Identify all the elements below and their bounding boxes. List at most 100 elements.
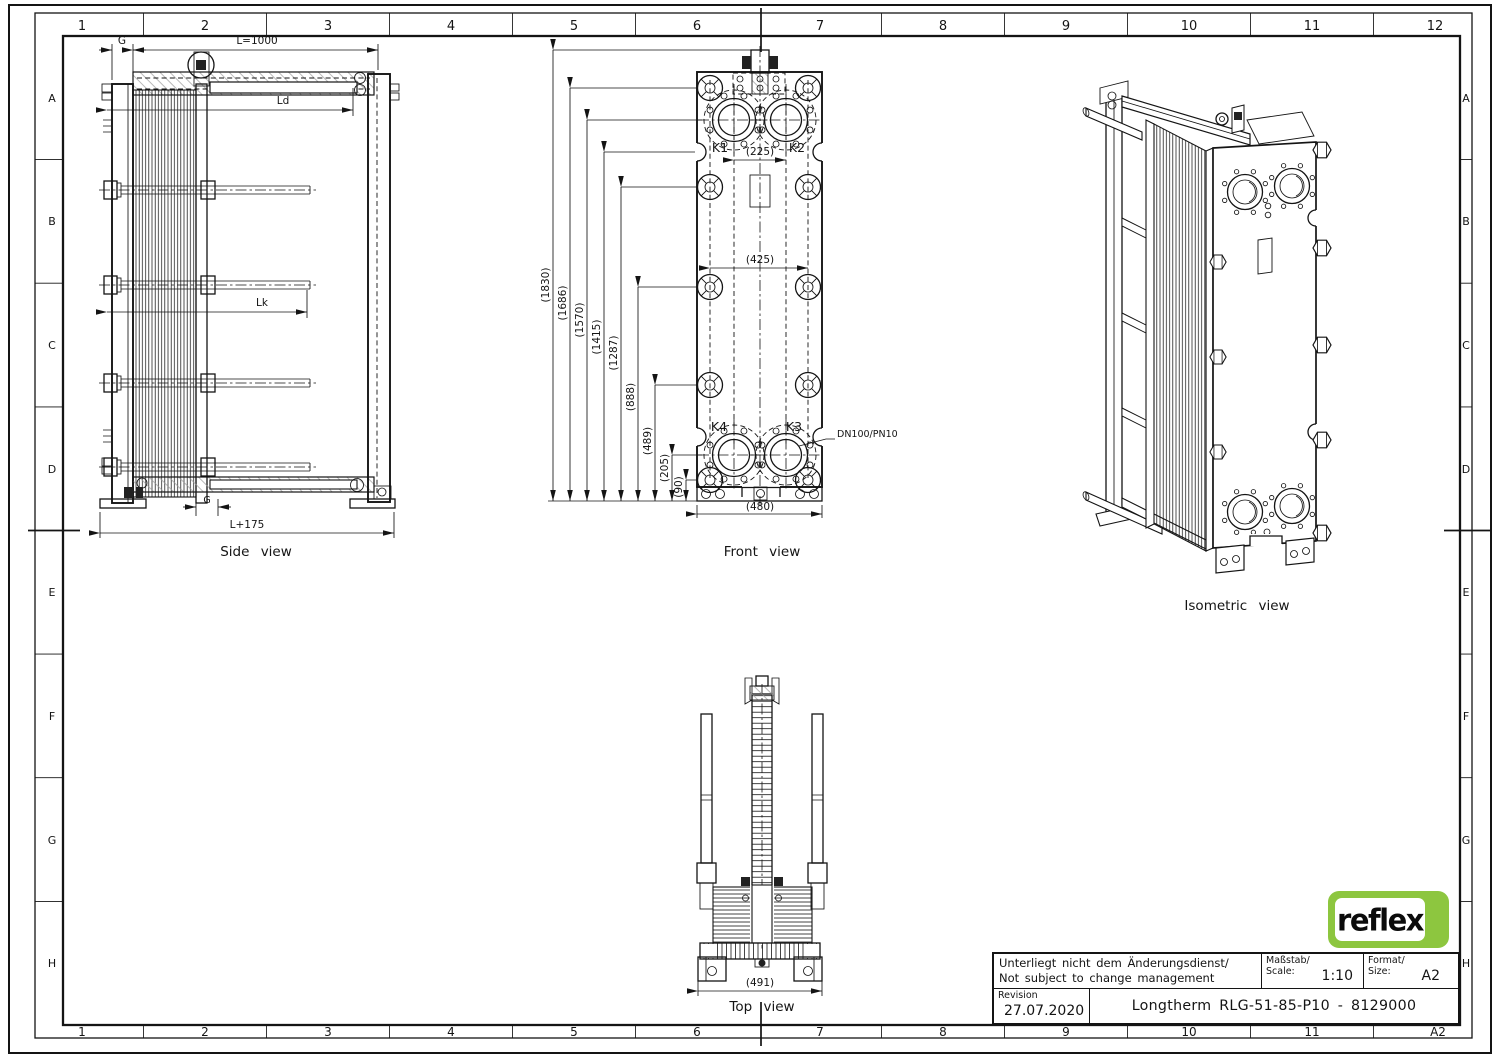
grid-col-label: 10 — [1181, 1025, 1196, 1039]
revision-cell: Revision 27.07.2020 — [994, 989, 1090, 1023]
grid-col-label: 1 — [78, 19, 86, 34]
grid-row-label: D — [1462, 463, 1470, 476]
grid-col-label: 9 — [1062, 19, 1070, 34]
grid-row-label: F — [49, 710, 55, 723]
port-label-k2: K2 — [789, 140, 805, 155]
dim-225: (225) — [746, 146, 774, 158]
dim-1287: (1287) — [608, 336, 620, 371]
grid-ticks-top — [143, 13, 1374, 36]
dim-1570: (1570) — [574, 303, 586, 338]
dim-425: (425) — [746, 254, 774, 266]
grid-col-label: 7 — [816, 19, 824, 34]
dim-l: L=1000 — [236, 35, 277, 47]
iso-plate-pack — [1153, 123, 1207, 552]
hex-bolt — [1209, 444, 1227, 460]
grid-col-label: 11 — [1304, 19, 1321, 34]
reflex-logo: reflex — [1328, 891, 1449, 948]
grid-col-label: 1 — [78, 1025, 86, 1039]
grid-row-label: A — [48, 92, 56, 105]
grid-row-label: F — [1463, 710, 1469, 723]
grid-row-label: E — [49, 586, 56, 599]
scale-label-de: Maßstab/ — [1266, 955, 1310, 966]
feet — [99, 485, 396, 509]
change-note: Unterliegt nicht dem Änderungsdienst/ No… — [994, 954, 1262, 988]
hex-bolt — [1312, 239, 1332, 257]
grid-row-label: D — [48, 463, 56, 476]
format-label-en: Size: — [1368, 965, 1391, 977]
hex-bolt — [696, 466, 724, 494]
grid-col-label: 3 — [324, 19, 332, 34]
grid-col-label: 11 — [1304, 1025, 1319, 1039]
nameplate — [749, 174, 771, 208]
grid-col-label: 8 — [939, 1025, 947, 1039]
grid-ticks-bottom — [143, 1025, 1374, 1038]
top-view-label: Top view — [728, 999, 794, 1015]
grid-col-label: 4 — [447, 1025, 455, 1039]
dim-480: (480) — [746, 501, 774, 513]
format-value: A2 — [1421, 968, 1440, 984]
iso-nameplate — [1257, 237, 1273, 275]
front-view: K1 K2 K4 K3 DN100/PN10 (225) (425) (480) — [540, 39, 898, 560]
grid-ticks-left — [35, 159, 63, 902]
dim-lk: Lk — [256, 297, 269, 309]
drawing-title: Longtherm RLG-51-85-P10 - 8129000 — [1131, 998, 1417, 1014]
top-bracket — [744, 675, 780, 705]
grid-col-label: 4 — [447, 19, 455, 34]
grid-row-label: C — [48, 339, 56, 352]
side-dimensions: G L=1000 Ld Lk G L+175 — [89, 35, 395, 538]
grid-row-label: G — [48, 834, 57, 847]
grid-col-label: 12 — [1427, 19, 1444, 34]
title-block: Unterliegt nicht dem Änderungsdienst/ No… — [992, 952, 1460, 1025]
scale-value: 1:10 — [1321, 968, 1353, 984]
grid-col-label: 5 — [570, 19, 578, 34]
iso-lifting-lug — [1215, 104, 1245, 134]
iso-back-plate — [1145, 119, 1155, 529]
grid-row-label: B — [1462, 215, 1470, 228]
format-label-de: Format/ — [1368, 955, 1405, 966]
scale-label-en: Scale: — [1266, 965, 1295, 977]
front-height-dims: (1830) (1686) (1570) (1415) (1287) (888)… — [540, 39, 751, 502]
reflex-logo-inner: reflex — [1335, 898, 1425, 941]
dim-489: (489) — [642, 427, 654, 455]
base-strip — [696, 486, 823, 502]
iso-top-bracket — [1246, 111, 1315, 145]
grid-row-label: A — [1462, 92, 1470, 105]
dim-205: (205) — [659, 454, 671, 482]
plate-pack — [132, 89, 197, 498]
revision-label: Revision — [998, 990, 1038, 1001]
grid-col-label: 7 — [816, 1025, 824, 1039]
hex-bolt — [1312, 524, 1332, 542]
reflex-logo-text: reflex — [1337, 901, 1424, 938]
front-view-label: Front view — [724, 544, 801, 560]
lifting-lug — [732, 49, 786, 95]
grid-row-label: E — [1463, 586, 1470, 599]
hex-bolt — [1312, 141, 1332, 159]
grid-col-label: 2 — [201, 19, 209, 34]
hex-bolt — [1209, 349, 1227, 365]
grid-col-label: 5 — [570, 1025, 578, 1039]
dim-1415: (1415) — [591, 320, 603, 355]
nozzle-stubs — [101, 83, 113, 475]
iso-frame-plate — [1212, 141, 1317, 549]
grid-col-label: 3 — [324, 1025, 332, 1039]
grid-row-label: G — [1462, 834, 1471, 847]
dim-90: (90) — [673, 476, 685, 498]
callout-dn: DN100/PN10 — [837, 429, 898, 440]
grid-ticks-right — [1460, 159, 1472, 902]
revision-date: 27.07.2020 — [1004, 1003, 1085, 1019]
dim-g-top: G — [118, 35, 126, 47]
side-view-label: Side view — [220, 544, 292, 560]
callout-leader — [798, 438, 835, 447]
hex-bolt — [1312, 336, 1332, 354]
dim-491: (491) — [746, 977, 774, 989]
dim-1686: (1686) — [557, 286, 569, 321]
port-label-k4: K4 — [711, 419, 727, 434]
iso-view-label: Isometric view — [1184, 598, 1289, 614]
change-note-line1: Unterliegt nicht dem Änderungsdienst/ — [999, 956, 1229, 970]
grid-row-label: C — [1462, 339, 1470, 352]
iso-rod-top — [1085, 107, 1143, 141]
grid-col-label: 6 — [693, 19, 701, 34]
port-label-k3: K3 — [786, 419, 802, 434]
port-label-k1: K1 — [712, 140, 728, 155]
